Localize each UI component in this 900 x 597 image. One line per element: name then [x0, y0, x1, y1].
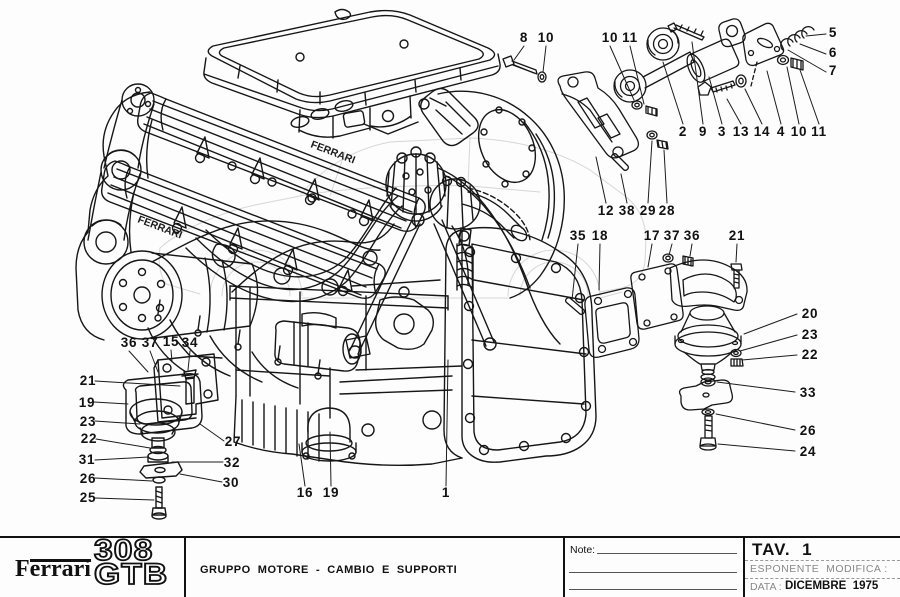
svg-text:23: 23 — [802, 327, 819, 342]
svg-text:10: 10 — [538, 30, 555, 45]
svg-text:32: 32 — [224, 455, 241, 470]
svg-text:10: 10 — [791, 124, 808, 139]
svg-text:21: 21 — [729, 228, 746, 243]
svg-text:2: 2 — [679, 124, 687, 139]
svg-text:8: 8 — [520, 30, 528, 45]
svg-text:23: 23 — [80, 414, 97, 429]
svg-text:16: 16 — [297, 485, 314, 500]
svg-text:18: 18 — [592, 228, 609, 243]
svg-text:29: 29 — [640, 203, 657, 218]
svg-text:25: 25 — [80, 490, 97, 505]
svg-text:37: 37 — [142, 335, 159, 350]
svg-text:22: 22 — [802, 347, 819, 362]
svg-text:14: 14 — [754, 124, 771, 139]
svg-text:34: 34 — [182, 335, 199, 350]
svg-text:30: 30 — [223, 475, 240, 490]
svg-text:4: 4 — [777, 124, 785, 139]
svg-text:1: 1 — [442, 485, 450, 500]
svg-text:35: 35 — [570, 228, 587, 243]
svg-text:22: 22 — [81, 431, 98, 446]
svg-text:15: 15 — [163, 334, 180, 349]
svg-text:6: 6 — [829, 45, 837, 60]
svg-text:5: 5 — [829, 25, 837, 40]
svg-text:FERRARI: FERRARI — [309, 139, 357, 167]
svg-text:19: 19 — [79, 395, 96, 410]
svg-text:28: 28 — [659, 203, 676, 218]
svg-text:10: 10 — [602, 30, 619, 45]
svg-text:12: 12 — [598, 203, 615, 218]
svg-text:7: 7 — [829, 63, 837, 78]
svg-text:26: 26 — [80, 471, 97, 486]
svg-text:11: 11 — [622, 30, 638, 45]
svg-text:36: 36 — [684, 228, 701, 243]
svg-text:24: 24 — [800, 444, 817, 459]
svg-text:9: 9 — [699, 124, 707, 139]
svg-text:17: 17 — [644, 228, 661, 243]
svg-text:19: 19 — [323, 485, 340, 500]
svg-text:38: 38 — [619, 203, 636, 218]
svg-text:20: 20 — [802, 306, 819, 321]
svg-text:26: 26 — [800, 423, 817, 438]
svg-text:3: 3 — [718, 124, 726, 139]
svg-text:33: 33 — [800, 385, 817, 400]
svg-text:27: 27 — [225, 434, 242, 449]
svg-text:13: 13 — [733, 124, 750, 139]
svg-text:11: 11 — [811, 124, 827, 139]
svg-text:31: 31 — [79, 452, 96, 467]
svg-text:36: 36 — [121, 335, 138, 350]
svg-text:37: 37 — [664, 228, 681, 243]
svg-text:21: 21 — [80, 373, 97, 388]
